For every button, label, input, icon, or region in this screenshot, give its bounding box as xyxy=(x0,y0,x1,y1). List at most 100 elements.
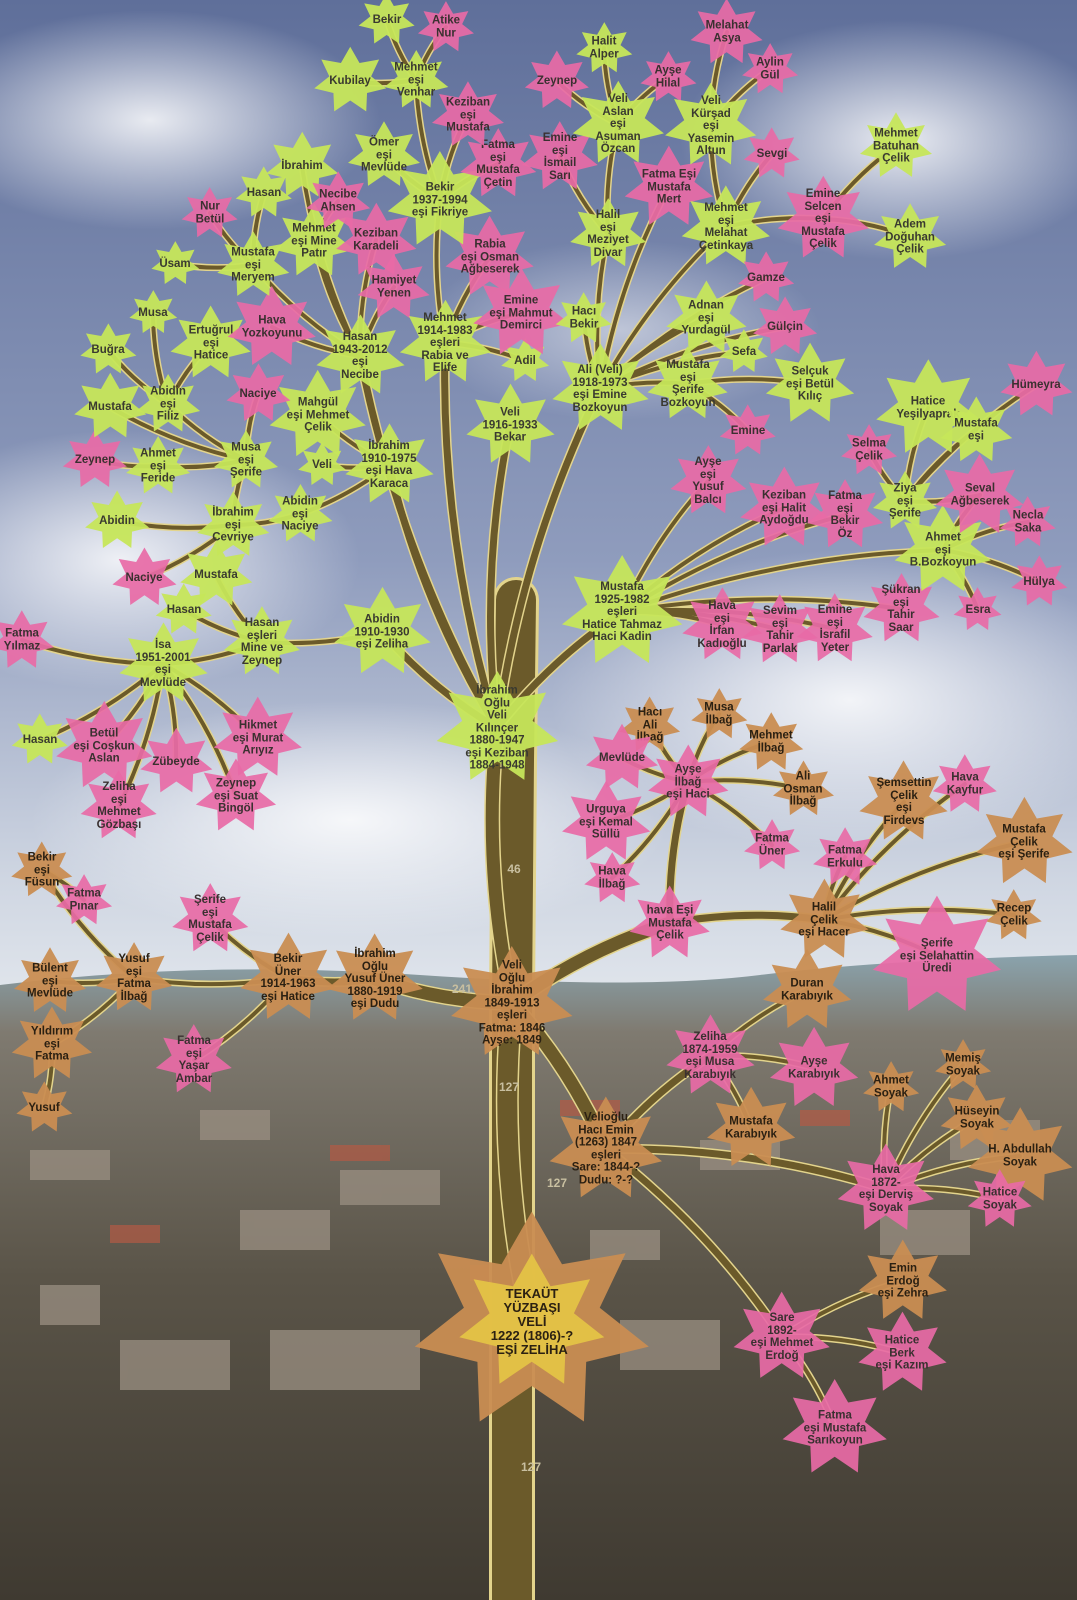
green-maple-leaf-icon xyxy=(556,291,612,342)
green-maple-leaf-icon xyxy=(551,343,649,430)
node-text-line: eşi Zehra xyxy=(877,1287,929,1300)
family-member-node: Bekir xyxy=(359,0,415,44)
node-text-line: 1918-1973 xyxy=(572,376,628,389)
node-text-line: 1916-1933 xyxy=(482,418,538,431)
node-text-line: Ahmet xyxy=(925,531,961,544)
node-text-line: Ayşe: 1849 xyxy=(482,1034,542,1047)
pink-maple-leaf-icon xyxy=(139,728,212,793)
node-text-line: Mehmet xyxy=(423,311,467,324)
pink-maple-leaf-icon xyxy=(744,127,800,178)
node-text-line: eşi xyxy=(238,453,254,466)
node-text-line: Bekir xyxy=(27,851,57,864)
node-text-line: Zeliha xyxy=(693,1031,727,1043)
green-maple-leaf-icon xyxy=(359,0,415,44)
node-text-line: Recep xyxy=(996,902,1032,915)
node-text-line: Alper xyxy=(589,48,619,60)
branch xyxy=(493,385,604,732)
orange-maple-leaf-icon xyxy=(549,1096,663,1197)
pink-maple-leaf-icon xyxy=(840,423,897,474)
green-maple-leaf-icon xyxy=(665,280,747,353)
node-text-line: Keziban xyxy=(445,96,491,109)
orange-maple-leaf-icon xyxy=(772,760,834,815)
family-member-node: Zeynep xyxy=(62,429,127,488)
node-text-line: Bekir xyxy=(372,13,402,26)
node-text-line: İlbağ xyxy=(705,714,733,726)
node-text-line: Şerife xyxy=(194,894,226,906)
green-maple-leaf-icon xyxy=(347,121,420,186)
node-text-line: eşi Murat xyxy=(232,731,284,744)
pink-maple-leaf-icon xyxy=(521,121,598,190)
node-text: Hümeyra xyxy=(1011,379,1060,392)
node-text-line: Hava xyxy=(872,1164,900,1176)
node-text-line: eşi xyxy=(352,356,368,368)
node-text-line: Saka xyxy=(1014,522,1042,534)
node-text-line: Seval xyxy=(964,482,996,495)
node-text-line: Yılmaz xyxy=(3,640,41,652)
node-text-line: Patır xyxy=(301,247,327,260)
node-text-line: eşi Mahmut xyxy=(489,306,553,319)
node-text-line: Batuhan xyxy=(873,139,919,152)
node-text: Zeynep xyxy=(75,454,115,467)
node-text-line: Bekir xyxy=(830,515,860,527)
node-text-line: Zeynep xyxy=(241,654,283,667)
node-text-line: Şükran xyxy=(881,584,921,596)
node-text-line: Firdevs xyxy=(883,814,925,827)
node-text-line: Abidin xyxy=(282,495,318,508)
pink-maple-leaf-icon xyxy=(459,128,536,197)
pink-maple-leaf-icon xyxy=(445,215,535,295)
node-text-line: Meziyet xyxy=(587,234,629,246)
node-text-line: Fatma xyxy=(481,139,515,151)
node-text-line: Yenen xyxy=(377,287,411,299)
node-text-line: Ambar xyxy=(175,1072,213,1085)
green-maple-leaf-icon xyxy=(561,555,683,664)
node-text-line: Keziban xyxy=(353,227,399,240)
node-text-line: Nur xyxy=(436,27,456,39)
node-text-line: Mustafa xyxy=(194,568,238,581)
node-text-line: Melahat xyxy=(705,19,749,32)
node-text-line: Filiz xyxy=(156,410,180,423)
node-text-line: Kadıoğlu xyxy=(697,637,747,650)
node-text-line: Yurdagül xyxy=(681,324,731,337)
node-text-line: eşi Mine xyxy=(291,234,337,247)
pink-maple-leaf-icon xyxy=(872,895,1002,1011)
node-text-line: eşi xyxy=(202,336,219,349)
node-text-line: Çelik xyxy=(1010,835,1038,848)
node-text-line: 1943-2012 xyxy=(332,343,388,356)
node-text-line: Bozkoyun xyxy=(660,396,716,409)
green-maple-leaf-icon xyxy=(73,373,146,438)
node-text-line: Yasemin xyxy=(687,132,735,145)
node-text-line: eşi Emine xyxy=(573,389,627,401)
node-text-line: eşi xyxy=(489,151,506,164)
green-maple-leaf-icon xyxy=(572,81,664,163)
orange-maple-leaf-icon xyxy=(96,942,172,1011)
node-text-line: İlbağ xyxy=(598,878,626,890)
node-text: Musa xyxy=(138,307,167,320)
